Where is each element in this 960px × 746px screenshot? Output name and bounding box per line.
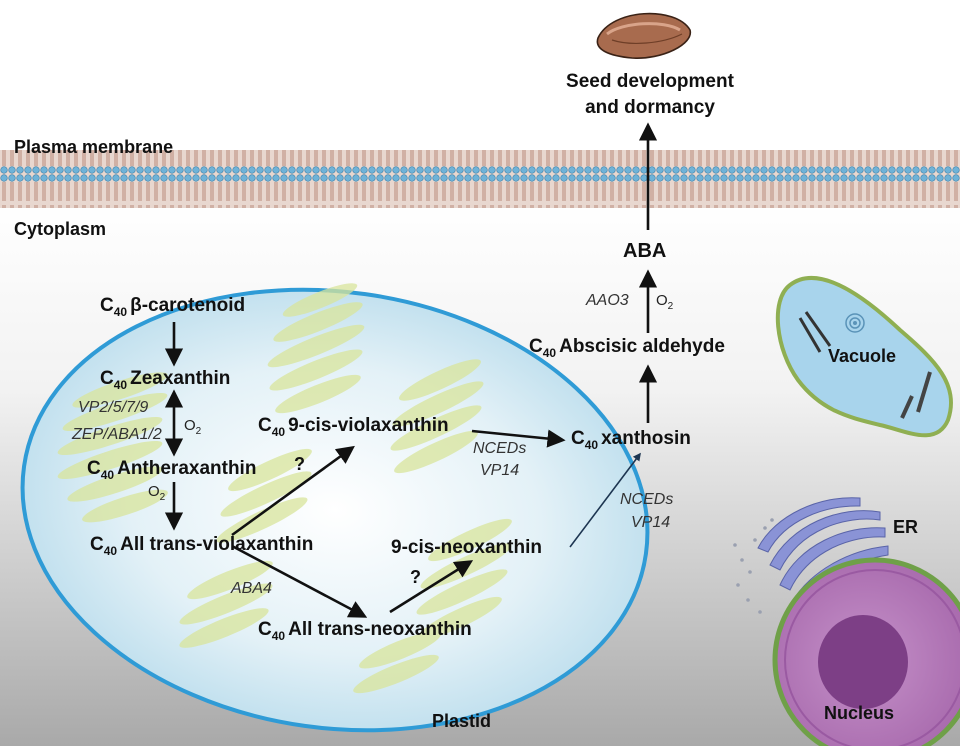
zep-enzyme-label: ZEP/ABA1/2 <box>72 426 162 443</box>
er-ribosomes <box>733 518 774 614</box>
plasma-membrane-label: Plasma membrane <box>14 137 174 157</box>
outcome-title-line2: and dormancy <box>585 97 715 118</box>
cytoplasm-label: Cytoplasm <box>14 219 107 239</box>
vacuole-label: Vacuole <box>828 346 897 366</box>
neoxanthin-to-xanthosin-arrow <box>569 452 641 548</box>
pathway-arrows <box>164 122 658 618</box>
nceds-enzyme-label-2: NCEDs <box>620 491 674 508</box>
er-label: ER <box>893 517 919 537</box>
plastid-label: Plastid <box>432 711 492 731</box>
o2-label-zeaxanthin: O2 <box>184 417 202 437</box>
nucleus-label: Nucleus <box>824 703 895 723</box>
nucleus <box>772 557 960 746</box>
aba-label: ABA <box>623 240 667 262</box>
aao3-enzyme-label: AAO3 <box>586 292 629 309</box>
nceds-enzyme-label-1: NCEDs <box>473 440 527 457</box>
o2-label-antheraxanthin: O2 <box>148 483 166 503</box>
unknown-step-mark-2: ? <box>410 567 421 587</box>
vp-enzyme-label: VP2/5/7/9 <box>78 399 149 416</box>
vacuole <box>775 276 954 438</box>
vp14-enzyme-label-1: VP14 <box>480 462 520 479</box>
unknown-step-mark-1: ? <box>294 454 305 474</box>
seed-icon <box>596 12 691 59</box>
plasma-membrane <box>0 150 960 208</box>
cis-neoxanthin-label: 9-cis-neoxanthin <box>391 537 542 558</box>
vp14-enzyme-label-2: VP14 <box>631 514 671 531</box>
o2-label-aba: O2 <box>656 292 674 312</box>
outcome-title-line1: Seed development <box>566 71 734 92</box>
aba4-enzyme-label: ABA4 <box>231 580 272 597</box>
